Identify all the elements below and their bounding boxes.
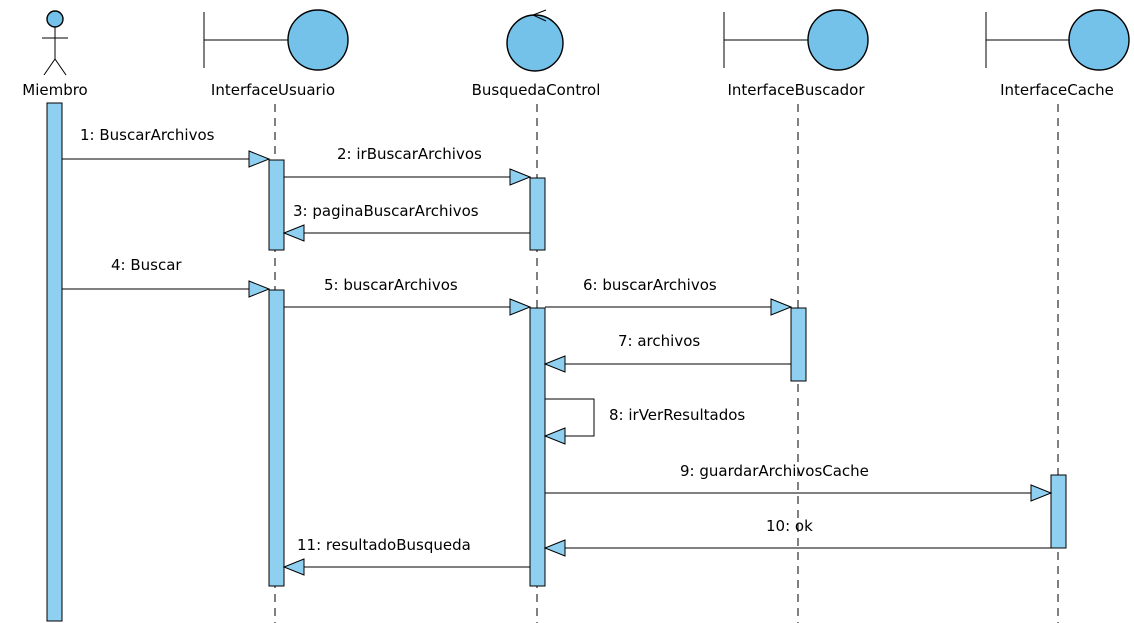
boundary-circle [287, 9, 349, 71]
activation-interfaceusuario-1 [268, 159, 285, 251]
message-3: 3: paginaBuscarArchivos [282, 202, 530, 242]
participant-label-interfacecache: InterfaceCache [1000, 81, 1114, 99]
message-label-5: 5: buscarArchivos [324, 276, 458, 294]
arrowhead-icon [509, 298, 532, 316]
arrowhead-icon [543, 427, 566, 445]
activation-busquedacontrol-1 [529, 177, 546, 251]
message-label-4: 4: Buscar [111, 256, 182, 274]
arrowhead-icon [543, 539, 566, 557]
boundary-icon-interfacecache [985, 9, 1130, 71]
message-10: 10: ok [543, 517, 1051, 557]
arrowhead-icon [248, 280, 271, 298]
message-11: 11: resultadoBusqueda [282, 536, 530, 576]
message-label-3: 3: paginaBuscarArchivos [293, 202, 479, 220]
message-1: 1: BuscarArchivos [62, 126, 271, 168]
arrowhead-icon [770, 298, 793, 316]
participant-label-busquedacontrol: BusquedaControl [472, 81, 601, 99]
control-circle [506, 14, 564, 72]
activation-interfacecache [1050, 474, 1067, 549]
activation-busquedacontrol-2 [529, 307, 546, 587]
participant-label-interfacebuscador: InterfaceBuscador [727, 81, 865, 99]
participant-label-miembro: Miembro [22, 81, 88, 99]
message-label-1: 1: BuscarArchivos [80, 126, 215, 144]
arrowhead-icon [248, 150, 271, 168]
actor-right-leg [54, 58, 67, 76]
message-9: 9: guardarArchivosCache [545, 462, 1053, 502]
activation-interfacebuscador [790, 307, 807, 382]
message-4: 4: Buscar [62, 256, 271, 298]
message-label-11: 11: resultadoBusqueda [297, 536, 471, 554]
boundary-icon-interfaceusuario [203, 9, 349, 71]
arrowhead-icon [282, 558, 305, 576]
boundary-circle [807, 9, 869, 71]
message-label-7: 7: archivos [618, 332, 700, 350]
message-5: 5: buscarArchivos [284, 276, 532, 316]
message-label-6: 6: buscarArchivos [583, 276, 717, 294]
control-arrow [531, 9, 547, 22]
message-label-9: 9: guardarArchivosCache [680, 462, 869, 480]
actor-left-leg [43, 58, 56, 76]
arrowhead-icon [509, 168, 532, 186]
boundary-circle [1068, 9, 1130, 71]
control-icon-busquedacontrol [506, 9, 564, 72]
message-6: 6: buscarArchivos [545, 276, 793, 316]
message-7: 7: archivos [543, 332, 791, 373]
message-label-8: 8: irVerResultados [609, 406, 745, 424]
participant-label-interfaceusuario: InterfaceUsuario [211, 81, 335, 99]
message-label-10: 10: ok [766, 517, 813, 535]
actor-head [46, 10, 64, 28]
activation-miembro [46, 102, 63, 622]
arrowhead-icon [543, 355, 566, 373]
arrowhead-icon [1030, 484, 1053, 502]
actor-miembro [42, 10, 68, 76]
message-2: 2: irBuscarArchivos [284, 145, 532, 186]
message-label-2: 2: irBuscarArchivos [337, 145, 482, 163]
message-line [545, 398, 595, 437]
message-8: 8: irVerResultados [543, 398, 745, 445]
boundary-icon-interfacebuscador [723, 9, 869, 71]
activation-interfaceusuario-2 [268, 289, 285, 587]
arrowhead-icon [282, 224, 305, 242]
